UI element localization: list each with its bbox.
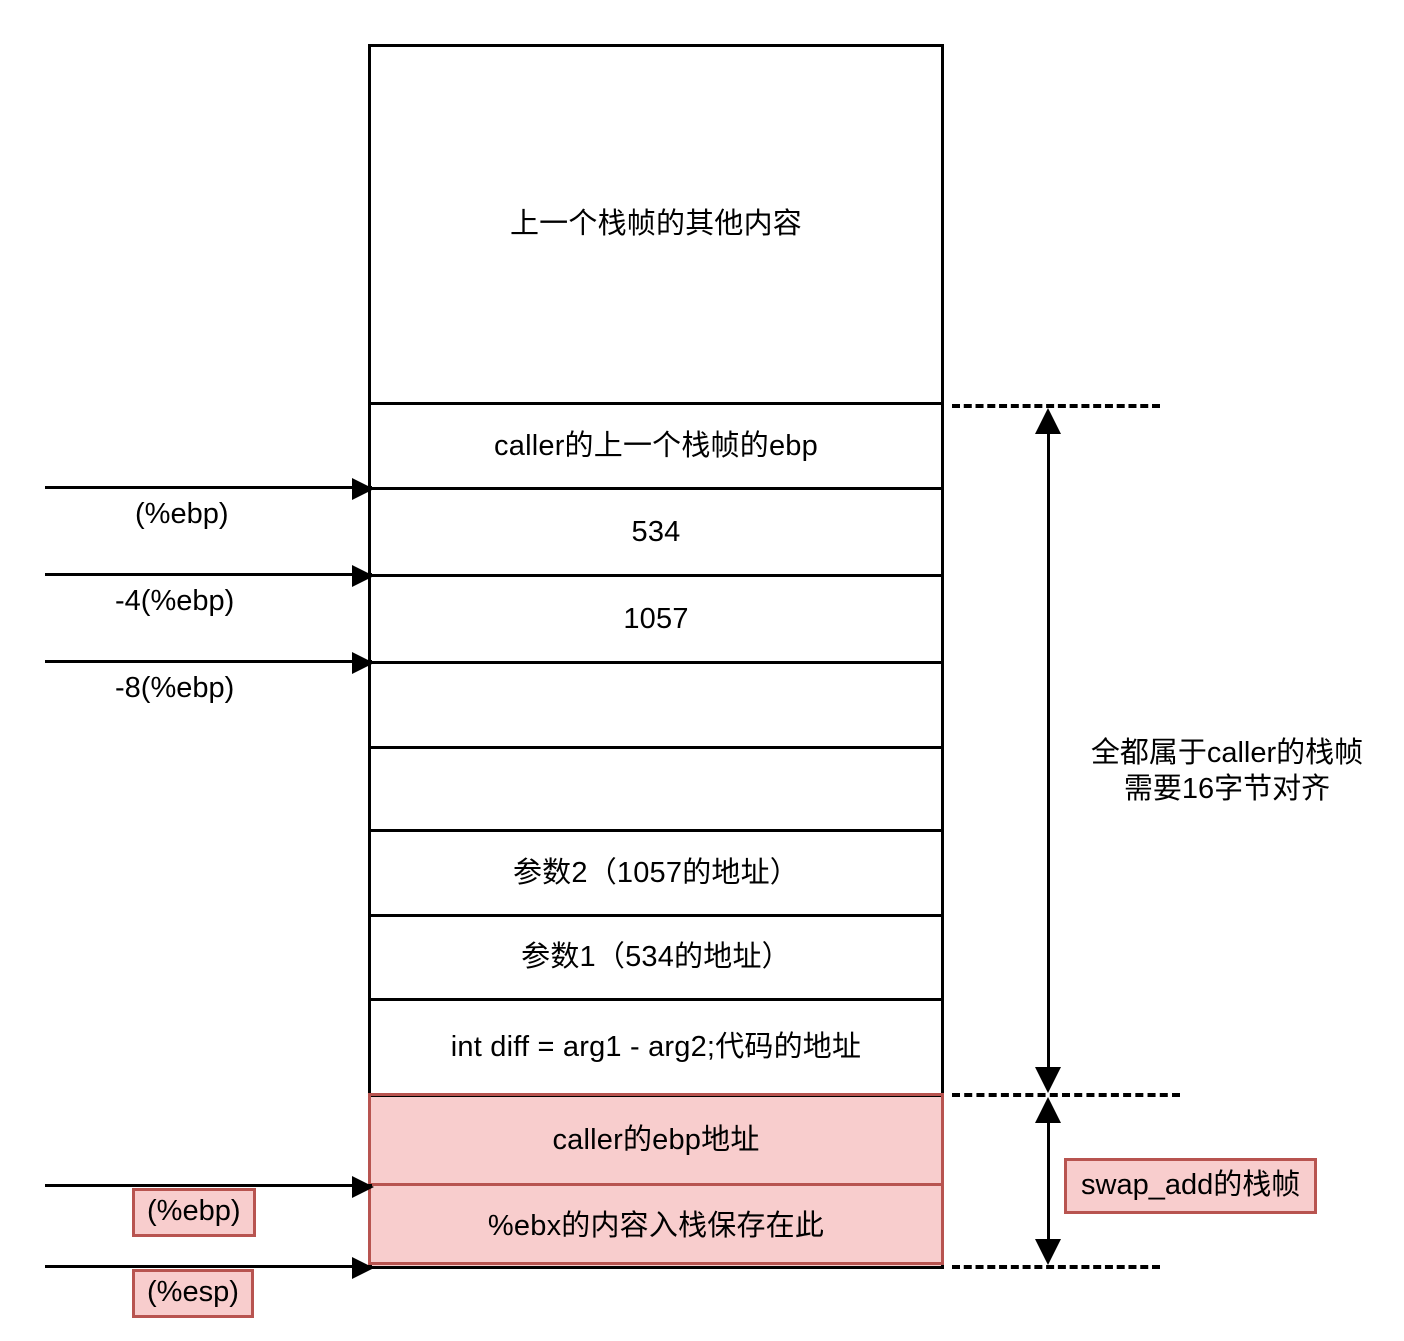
stack-row-value-1057: 1057 <box>371 577 941 664</box>
stack-row-label: caller的ebp地址 <box>552 1123 760 1156</box>
caller-frame-note-line2: 需要16字节对齐 <box>1123 773 1331 806</box>
callee-frame-bottom-dash <box>952 1265 1160 1269</box>
stack-row-saved-caller-ebp: caller的ebp地址 <box>371 1097 941 1186</box>
pointer-label-ebp-minus-8: -8(%ebp) <box>115 672 235 704</box>
stack-row-value-534: 534 <box>371 490 941 577</box>
pointer-arrow-ebp-minus-4 <box>45 565 374 587</box>
stack-frame-table: 上一个栈帧的其他内容 caller的上一个栈帧的ebp 534 1057 参数2… <box>368 44 944 1269</box>
stack-row-padding-2 <box>371 749 941 832</box>
stack-row-padding-1 <box>371 664 941 749</box>
callee-frame-arrow-up <box>1035 1097 1061 1123</box>
stack-row-caller-prev-ebp: caller的上一个栈帧的ebp <box>371 405 941 490</box>
stack-row-label: %ebx的内容入栈保存在此 <box>487 1209 825 1242</box>
pointer-label-ebp-minus-4: -4(%ebp) <box>115 585 235 617</box>
callee-frame-dimension-line <box>1047 1105 1050 1253</box>
pointer-label-callee-esp: (%esp) <box>132 1269 254 1318</box>
stack-row-label: int diff = arg1 - arg2;代码的地址 <box>450 1031 862 1064</box>
caller-frame-dimension-line <box>1047 416 1050 1082</box>
stack-row-return-address: int diff = arg1 - arg2;代码的地址 <box>371 1001 941 1097</box>
pointer-label-ebp: (%ebp) <box>135 498 229 530</box>
callee-frame-note: swap_add的栈帧 <box>1064 1158 1318 1215</box>
stack-row-label: 参数1（534的地址） <box>521 941 791 974</box>
pointer-arrow-ebp <box>45 478 374 500</box>
callee-frame-arrow-down <box>1035 1239 1061 1265</box>
stack-row-label: caller的上一个栈帧的ebp <box>494 429 818 462</box>
pointer-arrow-callee-esp <box>45 1257 374 1279</box>
pointer-arrow-callee-ebp <box>45 1176 374 1198</box>
stack-row-arg2: 参数2（1057的地址） <box>371 832 941 917</box>
caller-frame-note-line1: 全都属于caller的栈帧 <box>1090 737 1364 769</box>
caller-frame-note: 全都属于caller的栈帧 需要16字节对齐 <box>1072 735 1382 808</box>
stack-row-other-prev-frame: 上一个栈帧的其他内容 <box>371 47 941 405</box>
pointer-arrow-ebp-minus-8 <box>45 652 374 674</box>
pointer-label-callee-ebp: (%ebp) <box>132 1188 256 1237</box>
caller-frame-bottom-dash <box>952 1093 1180 1097</box>
stack-row-label: 534 <box>631 515 681 548</box>
stack-row-saved-ebx: %ebx的内容入栈保存在此 <box>371 1186 941 1266</box>
stack-row-label: 参数2（1057的地址） <box>512 856 800 889</box>
caller-frame-arrow-down <box>1035 1067 1061 1093</box>
caller-frame-top-dash <box>952 404 1160 408</box>
stack-row-label: 1057 <box>623 602 689 635</box>
stack-row-arg1: 参数1（534的地址） <box>371 917 941 1001</box>
caller-frame-arrow-up <box>1035 408 1061 434</box>
stack-row-label: 上一个栈帧的其他内容 <box>509 208 802 241</box>
